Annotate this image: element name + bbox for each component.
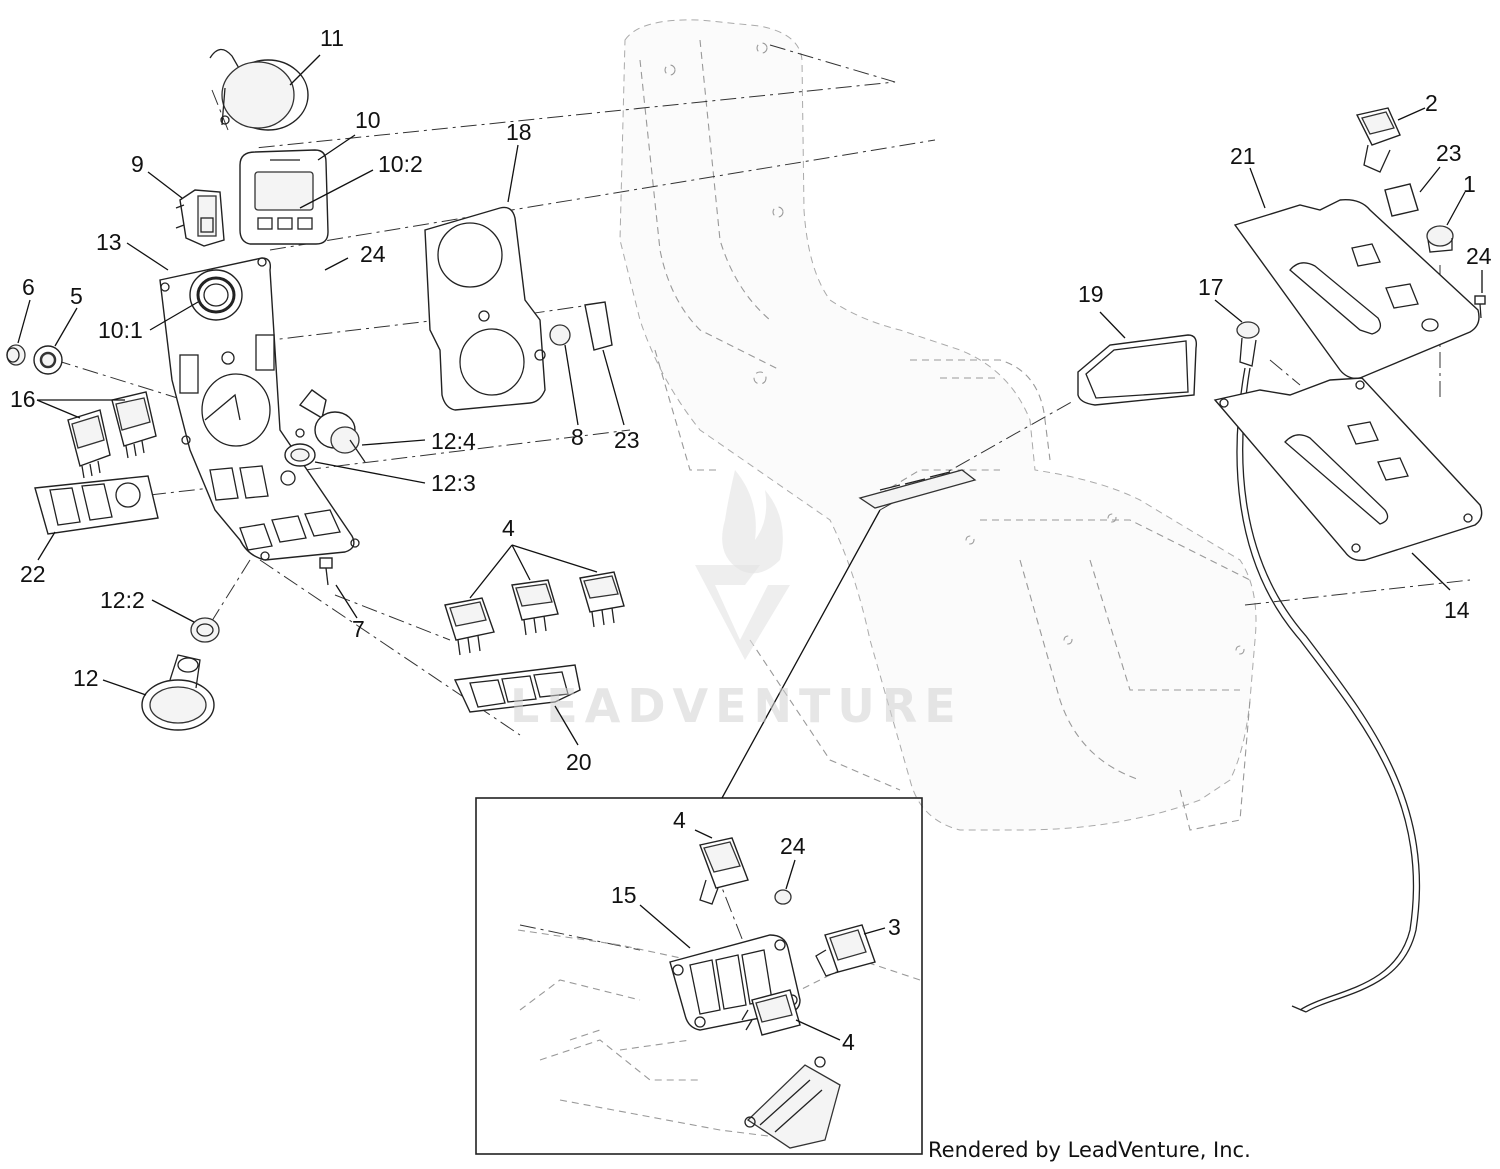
switches-16: [67, 391, 157, 479]
callout-11: 11: [320, 25, 344, 51]
switches-4-top: [444, 571, 625, 656]
callout-23-b: 23: [1436, 140, 1462, 166]
callout-22: 22: [20, 561, 46, 587]
nut-12-2: [190, 617, 220, 643]
callout-10-1: 10:1: [98, 317, 143, 343]
decal-20: [453, 664, 581, 713]
callout-7: 7: [352, 616, 365, 642]
callout-4-c: 4: [842, 1029, 855, 1055]
choke-cable-17: [1236, 321, 1421, 1013]
inset-detail: [475, 509, 923, 1155]
callout-16: 16: [10, 386, 36, 412]
callout-9: 9: [131, 151, 144, 177]
gauge-11: [209, 48, 309, 131]
plate-14: [1213, 377, 1483, 562]
callout-12-2: 12:2: [100, 587, 145, 613]
callout-10: 10: [355, 107, 381, 133]
plate-21: [1233, 199, 1480, 380]
ghost-seat-console: [619, 19, 1257, 831]
plug-1: [1426, 225, 1454, 253]
callout-1: 1: [1463, 171, 1476, 197]
bolt-7: [319, 557, 333, 586]
render-credit: Rendered by LeadVenture, Inc.: [928, 1138, 1251, 1162]
ghost-console-switches: [858, 469, 977, 509]
callout-15: 15: [611, 882, 637, 908]
callout-23-a: 23: [614, 427, 640, 453]
callout-18: 18: [506, 119, 532, 145]
callout-labels: 11 10 10:2 9 13 24 6 5 10:1 16 12:4 12:3…: [10, 25, 1492, 1055]
switch-2: [1355, 107, 1401, 173]
plug-23-right: [1384, 183, 1419, 217]
callout-5: 5: [70, 283, 83, 309]
callout-14: 14: [1444, 597, 1470, 623]
plug-8: [549, 324, 571, 346]
callout-19: 19: [1078, 281, 1104, 307]
callout-17: 17: [1198, 274, 1224, 300]
screw-24-right: [1474, 295, 1486, 319]
decal-19: [1077, 334, 1198, 406]
callout-10-2: 10:2: [378, 151, 423, 177]
callout-4-a: 4: [502, 515, 515, 541]
callout-2: 2: [1425, 90, 1438, 116]
key-switch-12-4: [284, 389, 366, 467]
watermark: LEADVENTURE: [510, 470, 963, 733]
switch-9: [175, 189, 225, 247]
control-panel-13: [159, 257, 360, 561]
callout-3: 3: [888, 914, 901, 940]
callout-24-a: 24: [360, 241, 386, 267]
callout-24-c: 24: [780, 833, 806, 859]
callout-20: 20: [566, 749, 592, 775]
display-10: [239, 149, 329, 245]
callout-12: 12: [73, 665, 99, 691]
callout-12-3: 12:3: [431, 470, 476, 496]
callout-6: 6: [22, 274, 35, 300]
bushing-6-5: [6, 344, 63, 375]
callout-4-b: 4: [673, 807, 686, 833]
watermark-text: LEADVENTURE: [510, 679, 963, 733]
plug-23-left: [584, 301, 613, 351]
bezel-18: [424, 206, 546, 411]
callout-21: 21: [1230, 143, 1256, 169]
callout-8: 8: [571, 424, 584, 450]
callout-24-b: 24: [1466, 243, 1492, 269]
callout-12-4: 12:4: [431, 428, 476, 454]
decal-22: [34, 475, 159, 535]
leader-lines: [17, 54, 1483, 1041]
ignition-12: [141, 654, 215, 731]
callout-13: 13: [96, 229, 122, 255]
